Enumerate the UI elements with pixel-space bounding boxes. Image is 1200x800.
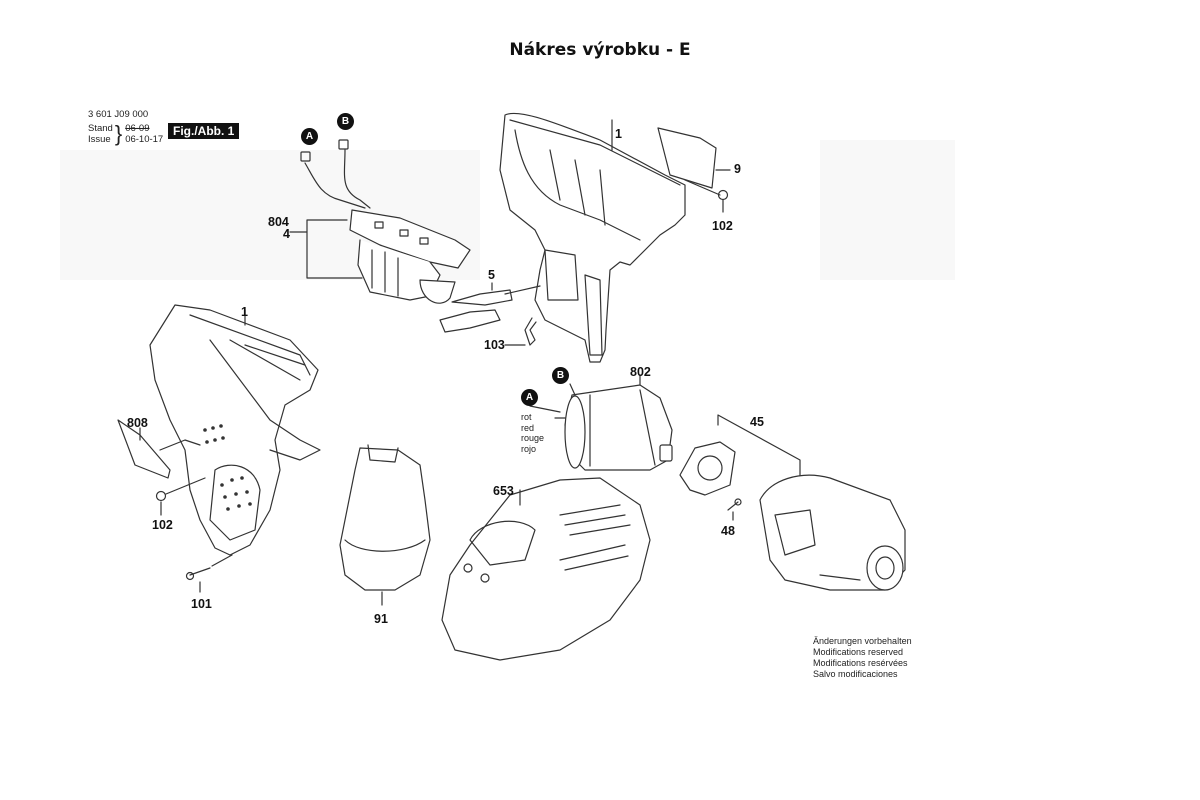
connector-b-motor: B: [552, 367, 569, 384]
part-label-103: 103: [484, 338, 505, 352]
issue-label: Issue: [88, 134, 111, 145]
brace-icon: }: [114, 121, 123, 146]
switch-assembly-drawing: [289, 139, 471, 304]
wire-color-en: red: [521, 422, 535, 433]
part-label-102-right: 102: [712, 219, 733, 233]
wire-color-fr: rouge: [521, 433, 545, 443]
hook-drawing: [524, 317, 537, 346]
drawing-metadata: 3 601 J09 000 Stand Issue } 06-09 06-10-…: [88, 109, 163, 145]
wire-color-de: rot: [521, 412, 532, 422]
notice-de: Änderungen vorbehalten: [813, 636, 912, 646]
notice-es: Salvo modificaciones: [813, 669, 898, 679]
notice-en: Modifications reserved: [813, 647, 904, 657]
part-number: 3 601 J09 000: [88, 109, 149, 120]
page-title: Nákres výrobku - E: [509, 40, 691, 60]
issue-date: 06-10-17: [125, 134, 164, 145]
clip-drawing: [439, 282, 541, 333]
screw-102-right-drawing: [717, 189, 729, 213]
nameplate-drawing: [657, 127, 717, 189]
housing-left-drawing: [149, 304, 321, 556]
part-label-91: 91: [374, 612, 388, 626]
stand-date: 06-09: [125, 123, 150, 134]
part-label-808: 808: [127, 416, 148, 430]
part-label-45: 45: [750, 415, 764, 429]
part-label-804: 804: [268, 215, 289, 229]
part-label-802: 802: [630, 365, 651, 379]
connector-b-top: B: [337, 113, 354, 130]
wire-color-es: rojo: [521, 443, 537, 454]
connector-a-motor: A: [521, 389, 538, 406]
bearing-plate-drawing: [679, 414, 801, 521]
part-label-101: 101: [191, 597, 212, 611]
part-label-5: 5: [488, 268, 495, 282]
part-label-48: 48: [721, 524, 735, 538]
motor-drawing: [529, 374, 673, 471]
part-label-102-left: 102: [152, 518, 173, 532]
part-label-1-left: 1: [241, 305, 248, 319]
modifications-notice: Änderungen vorbehalten Modifications res…: [813, 636, 912, 680]
part-label-9: 9: [734, 162, 741, 176]
figure-label: Fig./Abb. 1: [168, 123, 240, 139]
part-label-1-right: 1: [615, 127, 622, 141]
notice-fr: Modifications resérvées: [813, 658, 908, 668]
connector-a-top: A: [301, 128, 318, 145]
battery-drawing: [339, 444, 431, 606]
part-label-4: 4: [283, 227, 290, 241]
part-label-653: 653: [493, 484, 514, 498]
housing-right-drawing: [499, 112, 686, 363]
gear-unit-drawing: [759, 474, 906, 591]
wire-color-legend: rot red rouge rojo: [521, 412, 544, 454]
screw-101-drawing: [185, 554, 233, 593]
charger-drawing: [441, 477, 651, 661]
label-808-drawing: [117, 419, 171, 479]
screw-102-left-drawing: [155, 477, 206, 516]
stand-label: Stand: [88, 123, 113, 134]
